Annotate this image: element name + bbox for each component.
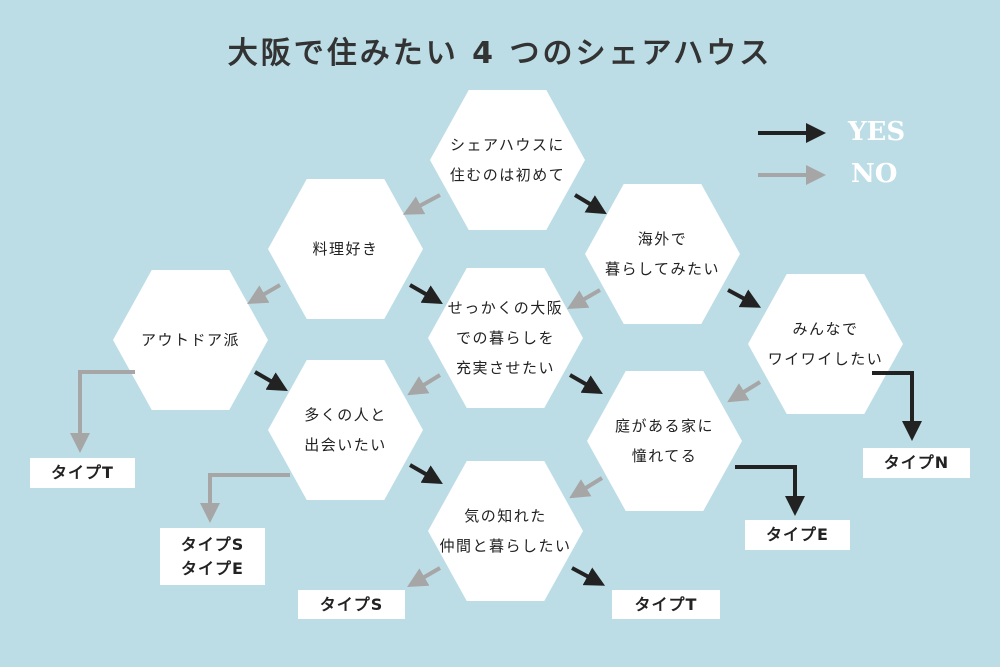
- yes-arrow: [409, 463, 443, 484]
- yes-arrow: [569, 373, 603, 394]
- page-title: 大阪で住みたい 4 つのシェアハウス: [227, 36, 773, 71]
- yes-arrow: [571, 566, 606, 586]
- legend-yes: YES: [848, 117, 906, 147]
- result-type-t-bottom: タイプT: [612, 590, 720, 619]
- no-arrow: [567, 288, 601, 309]
- yes-arrow: [573, 193, 607, 215]
- legend-no: NO: [851, 159, 898, 189]
- no-arrow: [200, 473, 290, 523]
- yes-arrow: [254, 370, 288, 391]
- yes-arrow: [727, 288, 762, 308]
- question-outdoor: アウトドア派: [113, 270, 268, 410]
- result-type-t-left: タイプT: [30, 458, 135, 488]
- question-likes-cooking: 料理好き: [268, 179, 423, 319]
- no-arrow: [247, 283, 281, 304]
- yes-arrow: [409, 283, 443, 304]
- yes-arrows: [254, 123, 922, 586]
- no-arrow: [407, 566, 441, 587]
- no-arrows: [70, 165, 826, 587]
- yes-arrow: [872, 371, 922, 441]
- result-type-n: タイプN: [863, 448, 970, 478]
- no-arrow: [407, 373, 442, 396]
- result-type-e: タイプE: [745, 520, 850, 550]
- no-arrow: [569, 476, 604, 499]
- no-arrow: [727, 380, 762, 403]
- no-arrow: [402, 193, 441, 215]
- question-meet-people: 多くの人と 出会いたい: [268, 360, 423, 500]
- yes-arrow: [735, 465, 805, 516]
- result-type-s: タイプS: [298, 590, 405, 619]
- no-arrow: [70, 370, 135, 453]
- result-type-s-e: タイプS タイプE: [160, 528, 265, 585]
